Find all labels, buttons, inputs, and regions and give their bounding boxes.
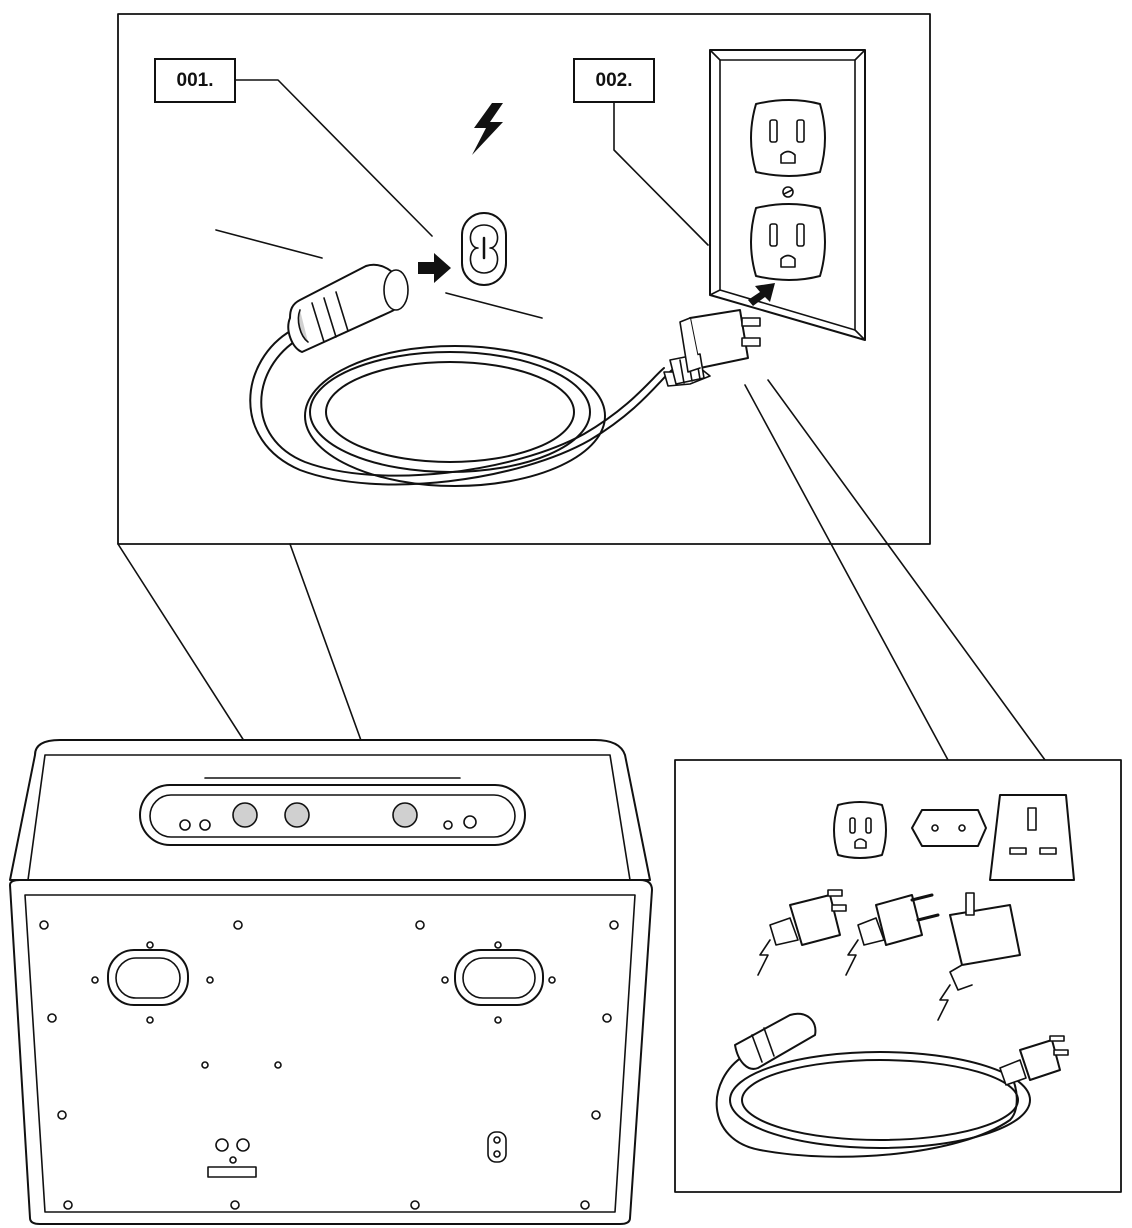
control-knob — [232, 802, 418, 828]
step-002-label: 002. — [573, 58, 655, 103]
wall-outlet-icon — [709, 49, 866, 341]
arrow-up-right-icon — [748, 283, 775, 306]
us-plug-icon — [757, 889, 847, 976]
eu-socket-icon — [911, 809, 987, 847]
c7-connector-plug — [287, 263, 409, 353]
plug-types-panel — [674, 759, 1122, 1193]
step-001-label: 001. — [154, 58, 236, 103]
motion-line — [445, 292, 543, 319]
lightning-bolt-icon — [472, 103, 503, 155]
leader-line-002 — [613, 102, 709, 246]
motion-line — [215, 229, 323, 259]
ac-inlet-icon — [487, 1131, 507, 1163]
speaker-rear-view — [9, 739, 653, 1225]
arrow-right-icon — [418, 253, 451, 283]
uk-socket-icon — [989, 794, 1075, 881]
us-socket-icon — [833, 801, 887, 859]
ac-inlet-icon — [461, 212, 507, 286]
us-plug-icon — [999, 1035, 1069, 1086]
uk-plug-icon — [937, 892, 1021, 1021]
main-detail-panel — [117, 13, 931, 545]
power-cord — [249, 329, 673, 487]
eu-plug-icon — [845, 893, 940, 976]
power-cord — [715, 1051, 1031, 1158]
us-plug-icon — [663, 309, 761, 387]
leader-line-001 — [235, 79, 433, 237]
screw — [39, 920, 619, 1210]
c7-connector-plug — [734, 1012, 817, 1070]
